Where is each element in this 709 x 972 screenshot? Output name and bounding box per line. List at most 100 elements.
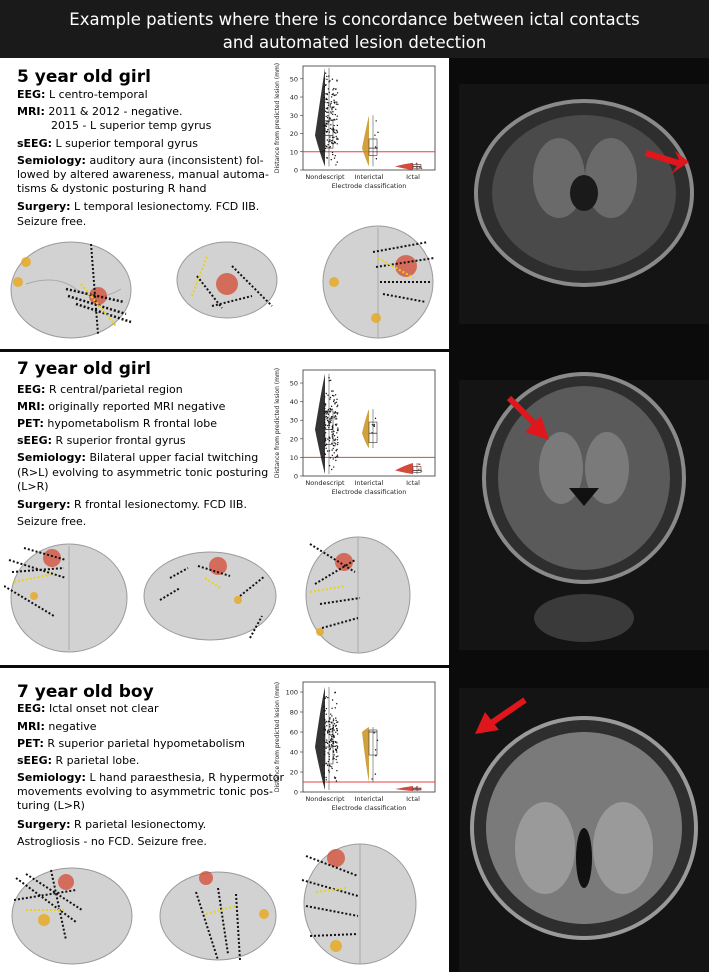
data-point bbox=[324, 128, 326, 130]
data-point bbox=[327, 394, 329, 396]
data-point bbox=[331, 740, 333, 743]
data-point bbox=[331, 151, 334, 154]
brain-render-1 bbox=[10, 241, 132, 339]
data-point bbox=[332, 718, 335, 720]
data-point bbox=[334, 707, 336, 709]
info-line: Semiology: L hand paraesthesia, R hyperm… bbox=[17, 771, 285, 784]
data-point bbox=[329, 726, 331, 728]
y-tick-label: 50 bbox=[290, 380, 298, 388]
data-point bbox=[328, 440, 331, 442]
data-point bbox=[325, 776, 327, 779]
data-point bbox=[333, 776, 336, 778]
data-point bbox=[323, 718, 326, 721]
data-point bbox=[325, 392, 327, 395]
y-tick-label: 10 bbox=[290, 148, 298, 156]
data-point bbox=[325, 447, 327, 449]
data-point bbox=[333, 729, 335, 731]
data-point bbox=[333, 87, 335, 90]
data-point bbox=[335, 749, 338, 752]
data-point bbox=[326, 93, 328, 95]
data-point bbox=[327, 421, 330, 423]
data-point bbox=[328, 450, 331, 452]
data-point bbox=[329, 747, 332, 750]
data-point bbox=[330, 158, 333, 161]
data-point bbox=[336, 751, 338, 753]
violin-nondescript bbox=[315, 373, 325, 475]
data-point bbox=[325, 93, 327, 95]
y-tick-label: 20 bbox=[290, 769, 298, 777]
data-point bbox=[334, 442, 336, 444]
data-point bbox=[335, 401, 338, 403]
data-point bbox=[331, 729, 334, 731]
data-point bbox=[327, 696, 329, 699]
data-point bbox=[335, 103, 338, 105]
data-point bbox=[332, 447, 334, 450]
data-point bbox=[328, 91, 330, 94]
arrow-icon bbox=[506, 395, 549, 440]
data-point bbox=[334, 394, 337, 396]
data-point bbox=[328, 379, 331, 382]
data-point bbox=[334, 691, 337, 694]
data-point bbox=[336, 432, 338, 434]
data-point bbox=[332, 127, 335, 129]
brain-render-6 bbox=[305, 536, 411, 654]
violin-nondescript bbox=[315, 687, 325, 790]
data-point bbox=[376, 739, 379, 742]
data-point bbox=[325, 145, 327, 147]
data-point bbox=[334, 411, 336, 413]
data-point bbox=[336, 405, 338, 408]
data-point bbox=[332, 724, 335, 727]
data-point bbox=[335, 719, 337, 722]
data-point bbox=[323, 709, 325, 712]
data-point bbox=[324, 416, 326, 418]
data-point bbox=[333, 131, 336, 134]
data-point bbox=[331, 109, 333, 111]
y-tick-label: 40 bbox=[290, 398, 298, 406]
info-line: sEEG: R superior frontal gyrus bbox=[17, 434, 186, 447]
data-point bbox=[336, 761, 338, 764]
data-point bbox=[336, 727, 338, 730]
y-tick-label: 60 bbox=[290, 729, 298, 737]
data-point bbox=[323, 753, 326, 756]
data-point bbox=[323, 728, 325, 730]
data-point bbox=[329, 127, 332, 130]
lesion-blob bbox=[199, 871, 213, 885]
data-point bbox=[336, 138, 338, 140]
data-point bbox=[324, 697, 327, 699]
x-tick-label: Ictal bbox=[406, 479, 420, 487]
info-line: PET: hypometabolism R frontal lobe bbox=[17, 417, 218, 430]
data-point bbox=[332, 433, 335, 435]
data-point bbox=[328, 131, 331, 133]
data-point bbox=[323, 132, 325, 135]
data-point bbox=[336, 101, 338, 103]
data-point bbox=[326, 739, 328, 741]
data-point bbox=[330, 739, 332, 742]
data-point bbox=[323, 410, 326, 412]
data-point bbox=[326, 107, 329, 109]
data-point bbox=[328, 424, 331, 427]
info-line: Surgery: L temporal lesionectomy. FCD II… bbox=[17, 200, 260, 213]
data-point bbox=[371, 432, 373, 434]
lesion-blob bbox=[335, 553, 353, 571]
data-point bbox=[336, 747, 339, 749]
y-tick-label: 30 bbox=[290, 112, 298, 120]
x-axis-label: Electrode classification bbox=[332, 804, 407, 812]
data-point bbox=[324, 722, 326, 724]
data-point bbox=[327, 410, 329, 412]
data-point bbox=[330, 408, 332, 411]
data-point bbox=[332, 400, 335, 403]
data-point bbox=[328, 141, 330, 143]
data-point bbox=[335, 135, 337, 138]
data-point bbox=[326, 157, 328, 159]
data-point bbox=[375, 754, 377, 757]
violin-interictal bbox=[362, 727, 369, 782]
data-point bbox=[334, 415, 337, 417]
data-point bbox=[332, 466, 335, 468]
data-point bbox=[324, 729, 327, 731]
data-point bbox=[332, 444, 335, 447]
data-point bbox=[335, 129, 337, 131]
data-point bbox=[331, 699, 334, 701]
data-point bbox=[324, 125, 327, 127]
brain-render-5 bbox=[143, 551, 277, 641]
data-point bbox=[323, 726, 326, 728]
